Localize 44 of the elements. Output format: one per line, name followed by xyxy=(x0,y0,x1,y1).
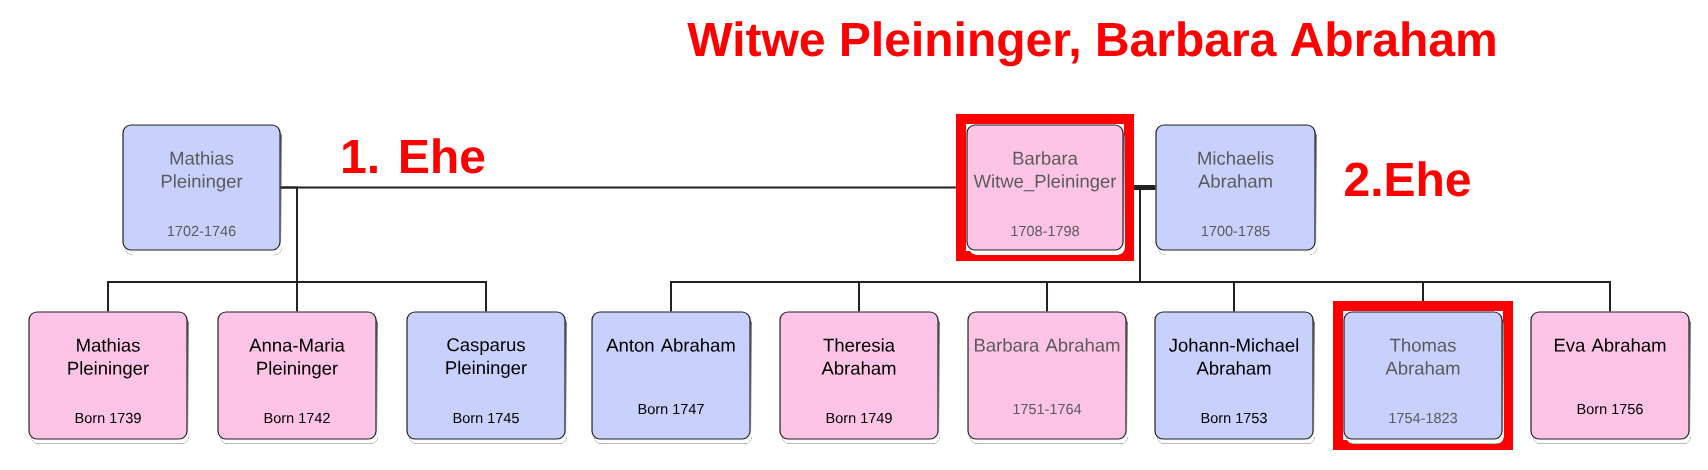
person-name: Mathias Pleininger xyxy=(68,338,149,379)
life-dates: Born 1756 xyxy=(1577,403,1643,415)
connector-line xyxy=(1134,185,1156,190)
life-dates: 1702-1746 xyxy=(167,225,236,237)
person-name: Johann-Michael Abraham xyxy=(1169,338,1299,375)
life-dates: Born 1739 xyxy=(75,412,141,424)
person-card xyxy=(1155,124,1317,255)
person-card xyxy=(122,124,282,255)
person-card xyxy=(1530,311,1691,444)
person-name: Anna-Maria Pleininger xyxy=(249,338,345,379)
person-card xyxy=(1343,311,1504,444)
descent-line xyxy=(670,186,1611,313)
life-dates: 1751-1764 xyxy=(1013,403,1082,415)
person-name: Barbara Abraham xyxy=(975,338,1120,352)
person-card xyxy=(1154,311,1315,444)
person-name: Barbara Witwe_Pleininger xyxy=(973,151,1117,192)
person-card xyxy=(217,311,378,444)
person-card xyxy=(779,311,940,444)
person-card xyxy=(406,311,567,444)
person-name: Eva Abraham xyxy=(1554,338,1666,352)
highlight-frame xyxy=(956,114,1134,261)
life-dates: Born 1747 xyxy=(638,404,704,415)
life-dates: Born 1745 xyxy=(453,413,519,424)
life-dates: Born 1742 xyxy=(264,412,330,424)
highlight-frame xyxy=(1333,301,1513,450)
title: Witwe Pleininger, Barbara Abraham xyxy=(687,21,1495,67)
life-dates: Born 1749 xyxy=(826,412,892,424)
person-card xyxy=(591,311,752,444)
person-name: Michaelis Abraham xyxy=(1198,151,1274,188)
person-name: Thomas Abraham xyxy=(1385,338,1460,375)
descent-line xyxy=(107,186,487,313)
person-name: Casparus Pleininger xyxy=(446,338,527,378)
life-dates: 1700-1785 xyxy=(1201,225,1270,237)
person-name: Anton Abraham xyxy=(606,338,735,352)
person-name: Theresia Abraham xyxy=(821,338,896,375)
life-dates: Born 1753 xyxy=(1201,412,1267,424)
life-dates: 1708-1798 xyxy=(1011,225,1080,237)
person-card xyxy=(967,311,1128,444)
person-card xyxy=(28,311,189,444)
marriage-label: 1. Ehe xyxy=(343,138,485,174)
person-card xyxy=(966,124,1125,255)
marriage-label: 2.Ehe xyxy=(1345,161,1470,197)
life-dates: 1754-1823 xyxy=(1389,412,1458,424)
person-name: Mathias Pleininger xyxy=(161,151,243,192)
